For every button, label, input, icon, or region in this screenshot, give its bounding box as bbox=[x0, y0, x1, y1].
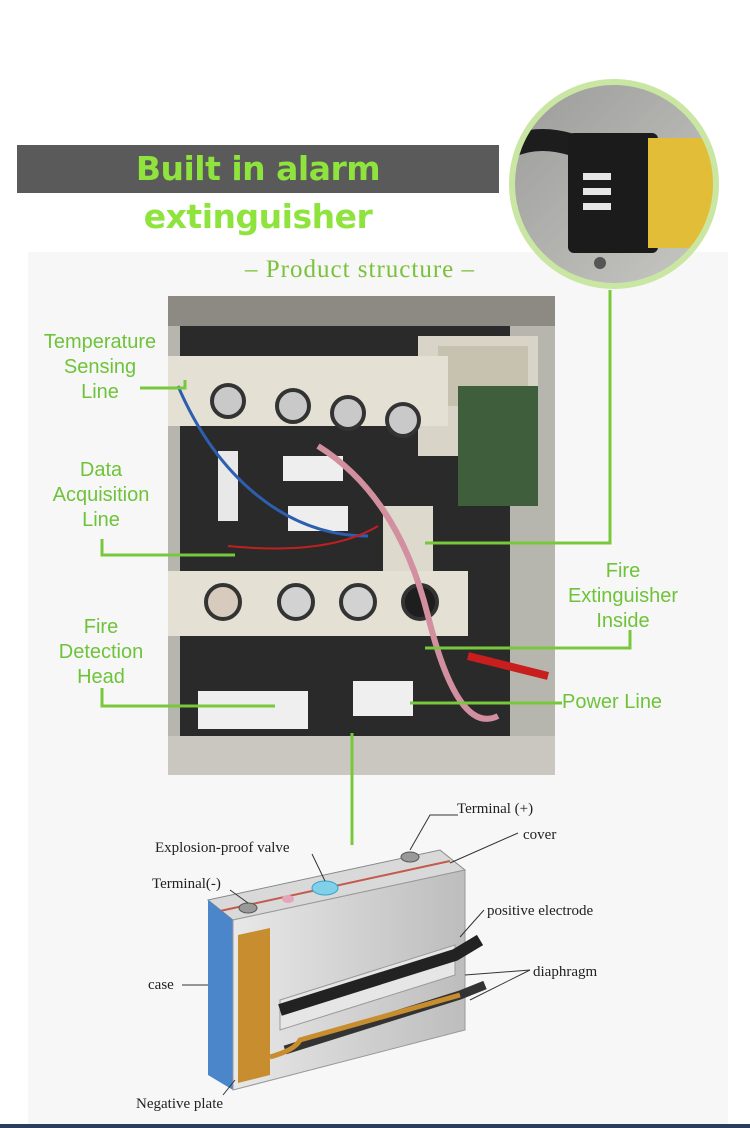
banner-title: Built in alarm extinguisher bbox=[135, 149, 381, 236]
data-acquisition-callout: Data Acquisition Line bbox=[52, 459, 150, 531]
temperature-callout: Temperature Sensing Line bbox=[43, 331, 157, 403]
negative-plate-label: Negative plate bbox=[136, 1096, 224, 1112]
case-label: case bbox=[148, 977, 174, 993]
positive-electrode-label: positive electrode bbox=[487, 903, 594, 919]
battery-pack-photo bbox=[168, 296, 555, 775]
explosion-valve-label: Explosion-proof valve bbox=[155, 840, 290, 856]
power-line-callout: Power Line bbox=[562, 691, 663, 713]
terminal-positive-label: Terminal (+) bbox=[457, 801, 534, 817]
fire-detection-callout: Fire Detection Head bbox=[58, 616, 144, 688]
battery-cell-diagram bbox=[182, 814, 531, 1096]
diaphragm-label: diaphragm bbox=[533, 964, 598, 980]
title-banner bbox=[17, 145, 499, 193]
fire-extinguisher-callout: Fire Extinguisher Inside bbox=[567, 560, 679, 632]
extinguisher-closeup bbox=[509, 79, 719, 289]
bottom-border bbox=[0, 1124, 750, 1128]
section-title: – Product structure – bbox=[245, 256, 475, 283]
terminal-negative-label: Terminal(-) bbox=[152, 876, 221, 892]
cover-label: cover bbox=[523, 827, 557, 843]
